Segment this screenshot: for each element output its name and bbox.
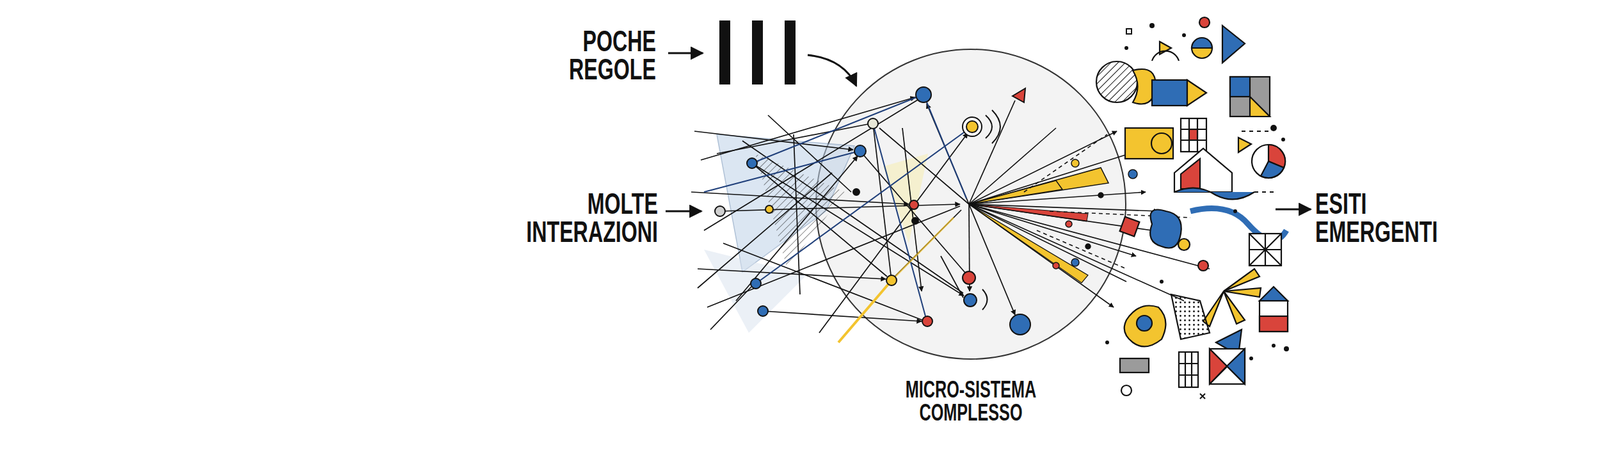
agent-dot [765, 205, 774, 214]
outcome-shape [1125, 128, 1174, 159]
outcome-grid [1209, 348, 1245, 384]
outcome-shape [1121, 385, 1132, 396]
outcome-house [1180, 158, 1200, 189]
leader-arrow [1275, 208, 1311, 211]
scatter-dot [1149, 23, 1155, 29]
circle-outline [814, 49, 1128, 434]
outcome-shape [1191, 37, 1213, 48]
node-label: MICRO-SISTEMA COMPLESSO [881, 378, 1061, 425]
leader-arrow [807, 55, 857, 86]
outcome-grid [1178, 352, 1199, 388]
outcome-shape [1238, 137, 1252, 153]
outcome-grid [1226, 348, 1245, 384]
network-plane [704, 249, 807, 333]
scatter-dot [1249, 356, 1254, 361]
outcome-shape [1199, 17, 1210, 28]
outcome-shape [1096, 61, 1138, 103]
outcome-grid [1249, 233, 1282, 266]
dash-mark [1254, 191, 1274, 193]
outcome-shape [1230, 76, 1250, 97]
outcome-pie [1260, 161, 1284, 178]
outcome-fan [1203, 291, 1224, 327]
agent-dot [714, 206, 726, 217]
outcome-shape [1152, 80, 1188, 106]
cross-mark [1200, 393, 1206, 399]
square-mark [1126, 28, 1132, 34]
scatter-dot [1182, 33, 1186, 38]
scatter-dot [1271, 343, 1276, 348]
interaction-line [793, 134, 800, 295]
rule-bar [752, 20, 763, 85]
outcome-grid [1180, 118, 1207, 152]
scatter-dot [1283, 346, 1289, 352]
outcome-grid [1249, 233, 1282, 266]
interaction-line [710, 286, 752, 330]
outcome-pie [1251, 144, 1286, 178]
agent-dot [746, 158, 758, 169]
outcome-shape [1178, 238, 1190, 251]
outcome-shape [1191, 48, 1213, 59]
outcome-house [1259, 286, 1288, 301]
concept-label: POCHE REGOLE [539, 26, 656, 84]
outcome-shape [1222, 25, 1245, 63]
outcome-shape [1187, 80, 1207, 106]
concept-label: ESITI EMERGENTI [1315, 189, 1459, 246]
outcome-ribbon [1190, 208, 1287, 241]
leader-arrow [665, 210, 702, 213]
outcome-wave [1174, 188, 1255, 200]
scatter-dot [1270, 124, 1277, 132]
outcome-shape [1159, 41, 1172, 55]
scatter-dot [1159, 279, 1164, 284]
interaction-line [697, 172, 832, 288]
outcome-shape [1136, 315, 1152, 331]
outcome-shape [1120, 358, 1149, 373]
outcome-shape [1230, 76, 1270, 117]
scatter-dot [1124, 46, 1129, 50]
outcome-grid [1180, 118, 1207, 152]
outcome-house [1259, 316, 1288, 332]
outcome-house [1259, 300, 1288, 332]
rule-bar [784, 20, 796, 85]
outcome-house [1174, 148, 1232, 192]
outcome-arc [1152, 51, 1179, 61]
outcome-fan [1223, 291, 1245, 324]
circle-outline [816, 49, 1126, 360]
outcome-fan [1223, 288, 1261, 297]
scatter-dot [1281, 137, 1286, 142]
outcome-fan [1223, 268, 1260, 292]
outcome-shape [1151, 133, 1172, 154]
outcome-pie [1268, 144, 1286, 168]
outcome-grid [1209, 348, 1245, 384]
flow-dot [1128, 169, 1138, 179]
outcome-shape [1249, 96, 1270, 117]
agent-dot [750, 278, 761, 289]
outcome-shape [1171, 294, 1210, 340]
rule-bar [719, 20, 731, 85]
outcome-grid [1209, 348, 1227, 384]
outcome-blob [1150, 209, 1182, 249]
agent-dot [757, 305, 768, 317]
outcome-grid [1178, 352, 1199, 388]
outcome-shape [1198, 260, 1209, 271]
leader-arrow [668, 52, 703, 55]
system-circle: MICRO-SISTEMA COMPLESSO [814, 49, 1128, 434]
scatter-dot [1233, 209, 1238, 214]
dash-mark [1241, 130, 1269, 132]
outcome-blob [1124, 305, 1167, 347]
outcome-grid [1189, 129, 1198, 141]
outcome-shape [1216, 329, 1242, 356]
outcome-shape [1132, 69, 1156, 105]
concept-label: MOLTE INTERAZIONI [510, 189, 658, 246]
scatter-dot [1105, 340, 1110, 345]
